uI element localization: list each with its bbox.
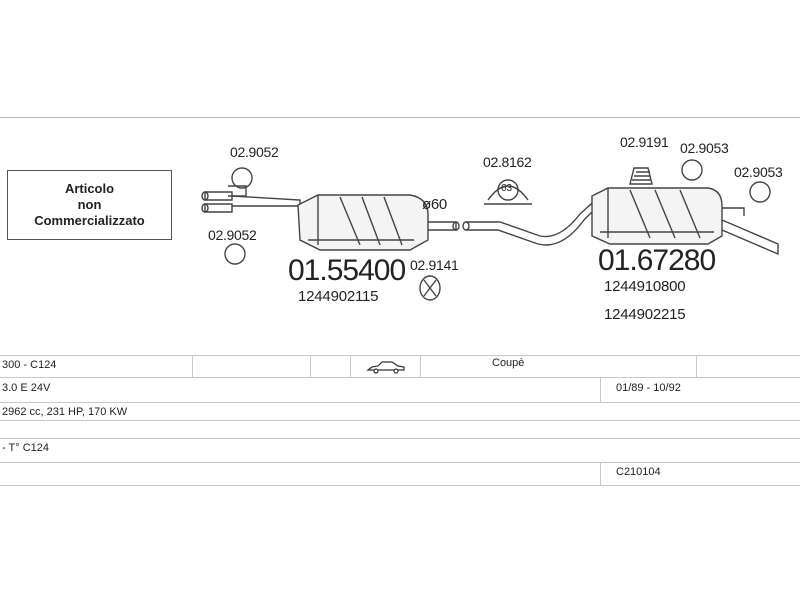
ring-top-label: 02.9053 <box>680 140 729 156</box>
coupe-car-icon <box>366 361 405 374</box>
rubber-top-label: 02.9191 <box>620 134 669 150</box>
front-oe-number-2: 1244902215 <box>604 306 686 323</box>
front-silencer-icon <box>462 187 779 256</box>
ring-right-label: 02.9053 <box>734 164 783 180</box>
notice-line-2: non <box>77 197 102 212</box>
table-rule <box>0 462 800 463</box>
mount-label: 02.9141 <box>410 257 459 273</box>
table-rule <box>0 355 800 356</box>
not-sold-notice: Articolo non Commercializzato <box>7 170 172 240</box>
catalog-code: C210104 <box>616 466 661 478</box>
rubber-mount-icon <box>419 275 441 301</box>
table-divider <box>696 355 697 377</box>
vehicle-model: 300 - C124 <box>2 359 57 371</box>
front-oe-number-1: 1244910800 <box>604 278 686 295</box>
table-divider <box>310 355 311 377</box>
exhaust-drawing <box>201 159 779 301</box>
clamp-bottom-left-label: 02.9052 <box>208 227 257 243</box>
notice-line-1: Articolo <box>64 181 115 196</box>
table-divider <box>600 462 601 485</box>
table-rule <box>0 377 800 378</box>
engine: 3.0 E 24V <box>2 382 51 394</box>
clamp-top-left-label: 02.9052 <box>230 144 279 160</box>
table-divider <box>600 377 601 402</box>
exhaust-diagram: 02.9052 02.9052 01.55400 1244902115 ø60 … <box>7 134 783 323</box>
table-divider <box>420 355 421 377</box>
table-rule <box>0 485 800 486</box>
engine-specs: 2962 cc, 231 HP, 170 KW <box>2 406 128 418</box>
front-part-number: 01.67280 <box>598 244 716 277</box>
table-rule <box>0 438 800 439</box>
table-divider <box>350 355 351 377</box>
rear-oe-number: 1244902115 <box>298 288 379 305</box>
clamp-top-left-icon <box>231 167 253 189</box>
ring-top-icon <box>681 159 703 181</box>
tailpipe-left-icon <box>201 185 301 213</box>
table-divider <box>192 355 193 377</box>
table-rule <box>0 402 800 403</box>
rear-part-number: 01.55400 <box>288 254 406 287</box>
rear-silencer-icon <box>297 194 460 251</box>
notice-line-3: Commercializzato <box>34 213 145 228</box>
clamp-middle-label: 02.8162 <box>483 154 532 170</box>
body-type: Coupè <box>492 357 525 369</box>
production-period: 01/89 - 10/92 <box>616 382 681 394</box>
table-rule <box>0 420 800 421</box>
pipe-diameter-label: ø60 <box>422 196 447 213</box>
ring-right-icon <box>749 181 771 203</box>
clamp-bottom-left-icon <box>224 243 246 265</box>
vehicle-info-table: 300 - C124 Coupè 3.0 E 24V 01/89 - 10/92… <box>0 355 800 490</box>
top-border-line <box>0 117 800 118</box>
clamp-middle-size: 63 <box>501 183 513 194</box>
rubber-top-icon <box>629 167 653 185</box>
chassis-code: - T° C124 <box>2 442 49 454</box>
clamp-middle-icon <box>484 179 532 205</box>
